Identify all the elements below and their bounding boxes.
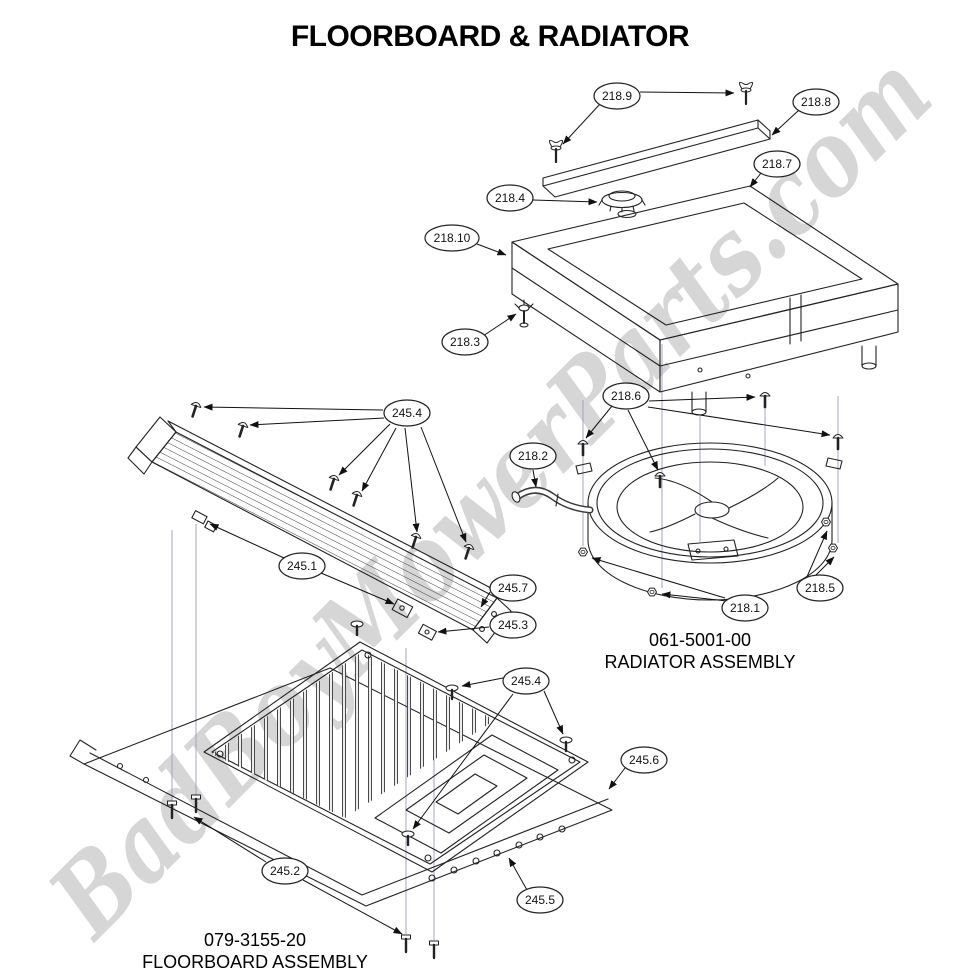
callout-245-6: 245.6: [620, 746, 668, 774]
callout-245-7: 245.7: [489, 574, 537, 602]
hex-nut-icon: [827, 543, 839, 553]
callout-245-4-upper: 245.4: [383, 399, 431, 427]
center-clip: [417, 623, 437, 641]
rail-screw-icon: [186, 399, 204, 420]
callout-245-4-lower: 245.4: [502, 667, 550, 695]
svg-text:245.6: 245.6: [629, 753, 659, 767]
watermark-text: BadBoyMowerParts.com: [24, 31, 954, 961]
callout-245-3: 245.3: [489, 611, 537, 639]
radiator-leader-lines: [476, 89, 835, 602]
svg-text:218.7: 218.7: [762, 157, 792, 171]
svg-text:218.8: 218.8: [801, 95, 831, 109]
callout-218-7: 218.7: [753, 150, 801, 178]
svg-text:245.3: 245.3: [498, 618, 528, 632]
svg-text:245.1: 245.1: [287, 559, 317, 573]
pan-bolt-icon: [428, 939, 440, 960]
svg-text:245.5: 245.5: [525, 893, 555, 907]
callout-245-2: 245.2: [261, 857, 309, 885]
svg-text:218.6: 218.6: [611, 389, 641, 403]
svg-text:245.4: 245.4: [392, 406, 422, 420]
callout-218-6: 218.6: [602, 382, 650, 410]
callout-218-4: 218.4: [486, 184, 534, 212]
rail-latch: [391, 598, 414, 619]
callout-218-8: 218.8: [792, 88, 840, 116]
wing-bolt-icon: [738, 81, 754, 106]
pan-bolt-icon: [400, 933, 412, 954]
hex-nut-icon: [577, 547, 589, 557]
callout-245-1: 245.1: [278, 552, 326, 580]
svg-text:245.4: 245.4: [511, 674, 541, 688]
rail-screw-icon: [324, 472, 342, 493]
radiator-body: [511, 185, 899, 416]
hex-nut-icon: [820, 517, 832, 527]
grille-panel: [203, 641, 589, 873]
svg-text:218.2: 218.2: [518, 449, 548, 463]
callout-218-3: 218.3: [441, 328, 489, 356]
hex-nut-icon: [646, 587, 658, 597]
fan-shroud: [575, 442, 843, 601]
callout-245-5: 245.5: [516, 886, 564, 914]
svg-text:218.3: 218.3: [450, 335, 480, 349]
drain-petcock: [514, 299, 534, 328]
front-trim-rail: [127, 416, 512, 644]
grille-screw-icon: [558, 735, 574, 753]
wing-bolt-icon: [548, 139, 564, 164]
radiator-hose: [511, 486, 594, 514]
svg-text:218.10: 218.10: [434, 231, 471, 245]
shroud-screw-icon: [831, 433, 845, 451]
svg-text:245.2: 245.2: [270, 864, 300, 878]
radiator-part-number: 061-5001-00: [649, 630, 751, 650]
svg-text:218.4: 218.4: [495, 191, 525, 205]
svg-text:218.1: 218.1: [730, 601, 760, 615]
callout-218-5: 218.5: [796, 574, 844, 602]
callout-218-2: 218.2: [509, 442, 557, 470]
callout-218-1: 218.1: [721, 594, 769, 622]
floorboard-leader-lines: [193, 403, 626, 935]
page-title: FLOORBOARD & RADIATOR: [291, 20, 690, 53]
upper-bracket: [542, 119, 771, 198]
floor-pan: [69, 667, 613, 907]
callout-218-10: 218.10: [424, 224, 480, 252]
radiator-assembly-label: RADIATOR ASSEMBLY: [604, 652, 795, 672]
alignment-guide-lines: [171, 344, 839, 940]
svg-text:245.7: 245.7: [498, 581, 528, 595]
svg-text:218.5: 218.5: [805, 581, 835, 595]
svg-text:218.9: 218.9: [602, 89, 632, 103]
shroud-screw-icon: [758, 391, 772, 409]
rail-screw-icon: [347, 488, 365, 509]
floorboard-assembly-label: FLOORBOARD ASSEMBLY: [142, 952, 368, 972]
radiator-cap: [598, 190, 646, 219]
callout-218-9: 218.9: [593, 82, 641, 110]
floorboard-part-number: 079-3155-20: [204, 930, 306, 950]
rail-screw-icon: [233, 419, 251, 440]
